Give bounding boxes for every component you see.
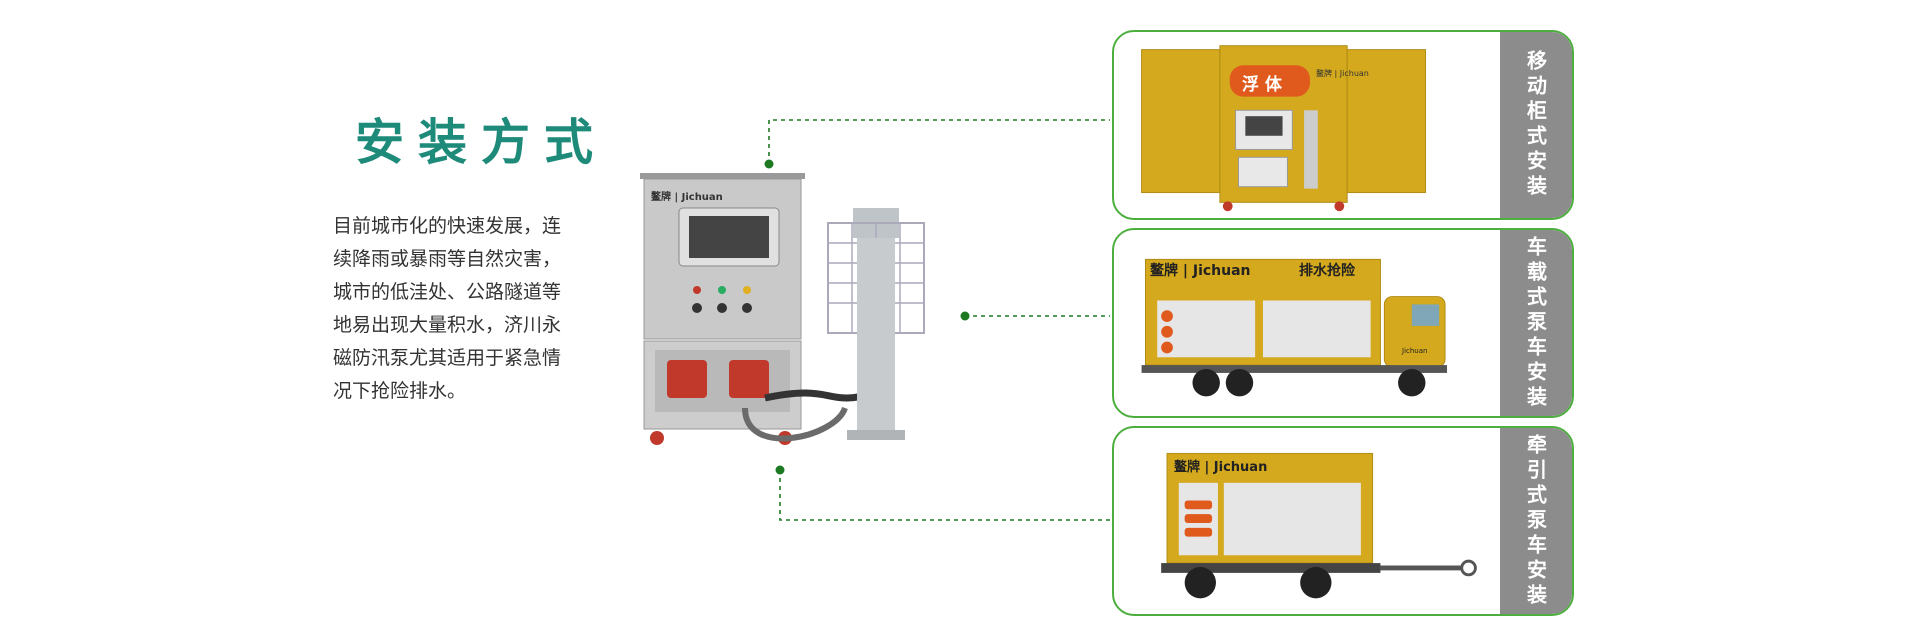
side-label: 移动柜式安装 (1500, 32, 1572, 218)
trailer-image (1161, 452, 1477, 599)
truck-cab-brand: Jichuan (1402, 347, 1428, 355)
product-illustration: 鳌牌 | Jichuan (635, 168, 965, 453)
cabinet-brand: 鳌牌 | Jichuan (651, 192, 723, 203)
connector-bottom (779, 470, 1110, 521)
truck-image (1141, 258, 1448, 397)
description-line: 城市的低洼处、公路隧道等 (333, 281, 562, 303)
description: 目前城市化的快速发展，连 续降雨或暴雨等自然灾害， 城市的低洼处、公路隧道等 地… (333, 210, 595, 408)
connector-dot (960, 311, 970, 321)
install-card-truck: 鳌牌 | Jichuan 排水抢险 Jichuan 车载式泵车安装 (1112, 228, 1574, 418)
description-line: 磁防汛泵尤其适用于紧急情 (333, 347, 562, 369)
connector-dot (775, 465, 785, 475)
section-title: 安装方式 (355, 114, 608, 171)
trailer-brand: 鳌牌 | Jichuan (1174, 460, 1268, 475)
install-card-trailer: 鳌牌 | Jichuan 牵引式泵车安装 (1112, 426, 1574, 616)
install-card-mobile-cabinet: 浮 体 鳌牌 | Jichuan 移动柜式安装 (1112, 30, 1574, 220)
connector-top (768, 119, 1110, 164)
truck-brand: 鳌牌 | Jichuan (1150, 263, 1251, 279)
control-cabinet-image (640, 173, 925, 445)
description-line: 目前城市化的快速发展，连 (333, 215, 562, 237)
description-line: 地易出现大量积水，济川永 (333, 314, 562, 336)
description-line: 续降雨或暴雨等自然灾害， (333, 248, 562, 270)
float-label: 浮 体 (1242, 75, 1282, 95)
install-label-trailer: 牵引式泵车安装 (1523, 433, 1548, 609)
mobile-cabinet-image (1141, 45, 1426, 212)
mobile-cabinet-brand: 鳌牌 | Jichuan (1316, 69, 1369, 78)
connector-dot (764, 159, 774, 169)
description-line: 况下抢险排水。 (333, 380, 467, 402)
side-label: 车载式泵车安装 (1500, 230, 1572, 416)
truck-slogan: 排水抢险 (1299, 263, 1355, 279)
install-label-truck: 车载式泵车安装 (1523, 235, 1548, 411)
side-label: 牵引式泵车安装 (1500, 428, 1572, 614)
install-label-mobile-cabinet: 移动柜式安装 (1523, 50, 1548, 200)
